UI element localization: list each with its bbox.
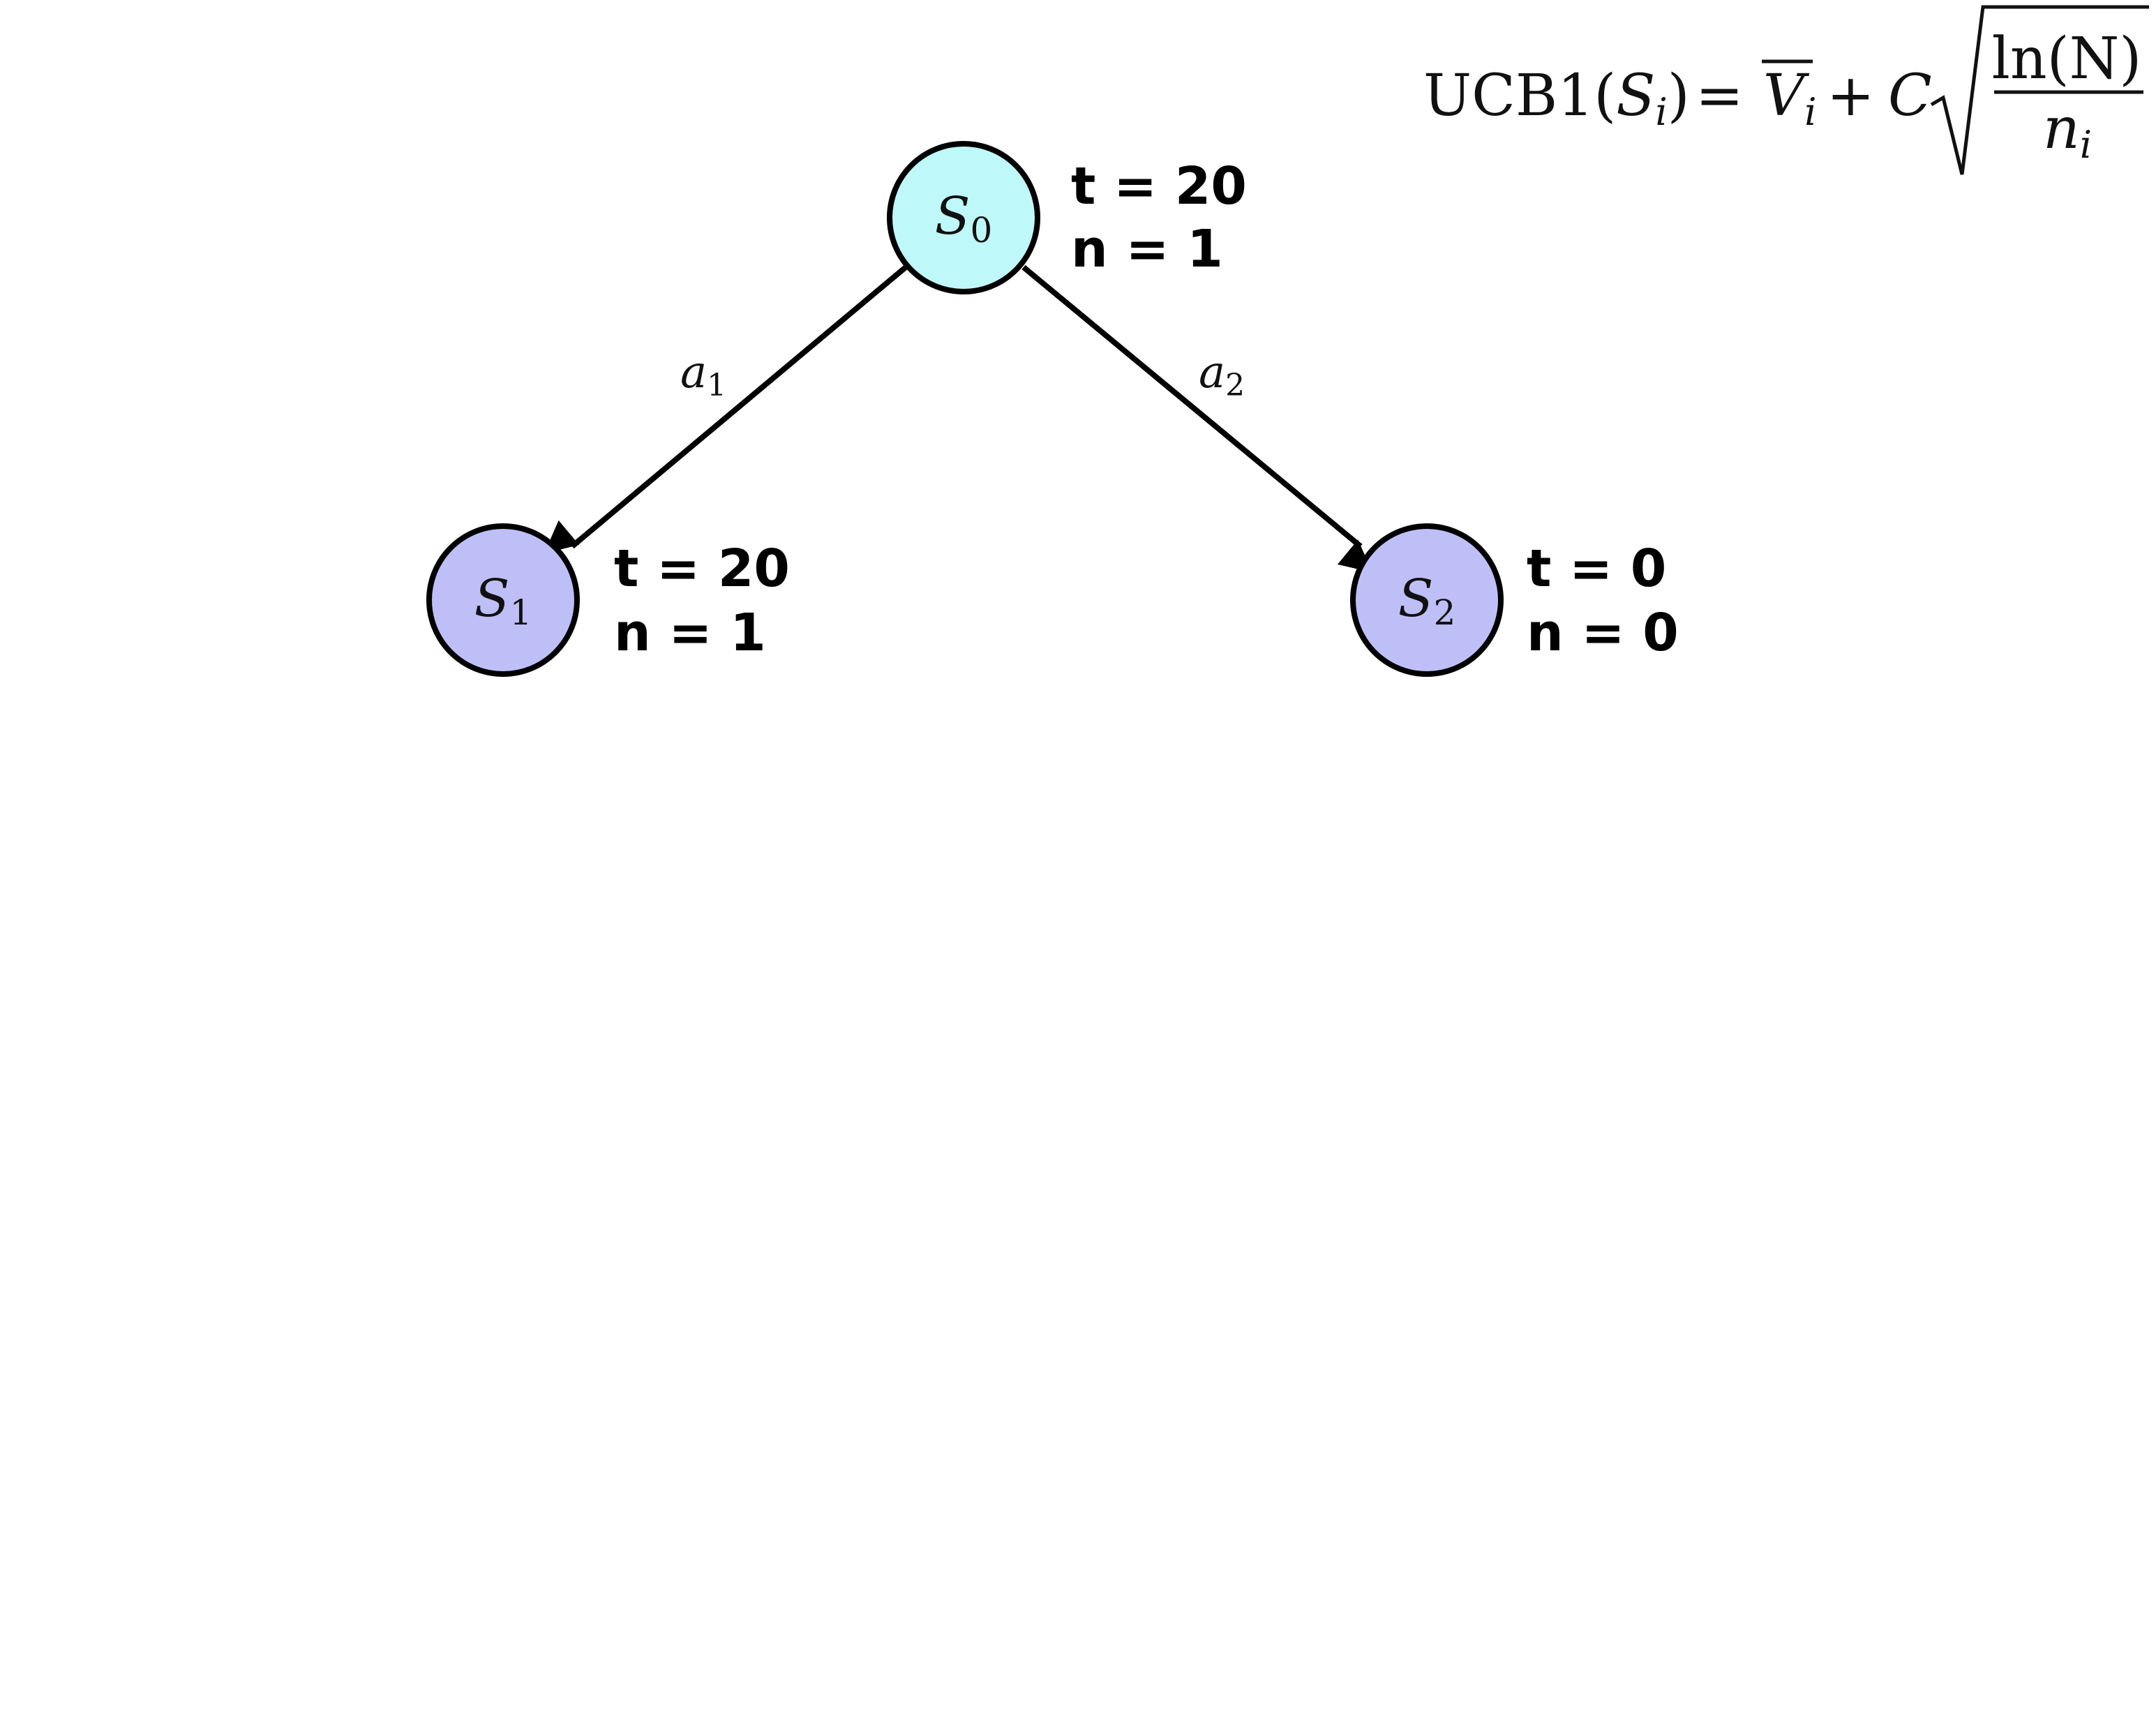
- node-s1-t-value: t = 20: [614, 539, 790, 599]
- formula-radical: [1930, 5, 2149, 175]
- svg-text:ln(N): ln(N): [1992, 26, 2142, 92]
- svg-text:ni: ni: [2043, 96, 2092, 167]
- node-s2: S2 t = 0 n = 0: [1350, 523, 1679, 677]
- node-s2-n-value: n = 0: [1527, 603, 1679, 663]
- node-s1-label: S1: [474, 569, 532, 633]
- formula-numerator: ln(N): [1992, 26, 2142, 92]
- node-s1: S1 t = 20 n = 1: [426, 523, 790, 677]
- edge-s0-s1: [544, 264, 908, 553]
- ucb1-formula: UCB1(Si) = Vi + C ln(N) ni: [1423, 5, 2149, 175]
- node-s0-circle: [887, 141, 1040, 294]
- node-s1-n-value: n = 1: [614, 603, 766, 663]
- edge-s0-s2: [1021, 264, 1373, 573]
- node-s0-t-value: t = 20: [1071, 156, 1247, 216]
- formula-plus: +: [1827, 63, 1875, 129]
- node-s0-n-value: n = 1: [1071, 219, 1223, 279]
- formula-function-name: UCB1: [1423, 63, 1594, 129]
- formula-v-base: V: [1763, 63, 1810, 129]
- formula-equals: =: [1695, 63, 1744, 129]
- edge-label-a1: a1: [680, 347, 726, 403]
- node-s1-circle: [426, 523, 580, 677]
- edges: a1 a2: [544, 264, 1373, 573]
- node-s2-circle: [1350, 523, 1504, 677]
- edge-label-a2: a2: [1199, 347, 1245, 403]
- svg-text:Vi: Vi: [1763, 63, 1817, 134]
- node-s0-label: S0: [935, 186, 993, 250]
- formula-arg-base: S: [1616, 63, 1655, 129]
- formula-denominator-base: n: [2043, 96, 2080, 162]
- formula-arg-sub: i: [1655, 90, 1667, 134]
- formula-denominator-sub: i: [2080, 123, 2092, 167]
- node-s2-t-value: t = 0: [1527, 539, 1666, 599]
- node-s2-label: S2: [1398, 569, 1456, 633]
- formula-c: C: [1888, 63, 1932, 129]
- node-s0: S0 t = 20 n = 1: [887, 141, 1247, 294]
- formula-v-sub: i: [1804, 90, 1816, 134]
- svg-text:UCB1(Si): UCB1(Si): [1423, 63, 1690, 134]
